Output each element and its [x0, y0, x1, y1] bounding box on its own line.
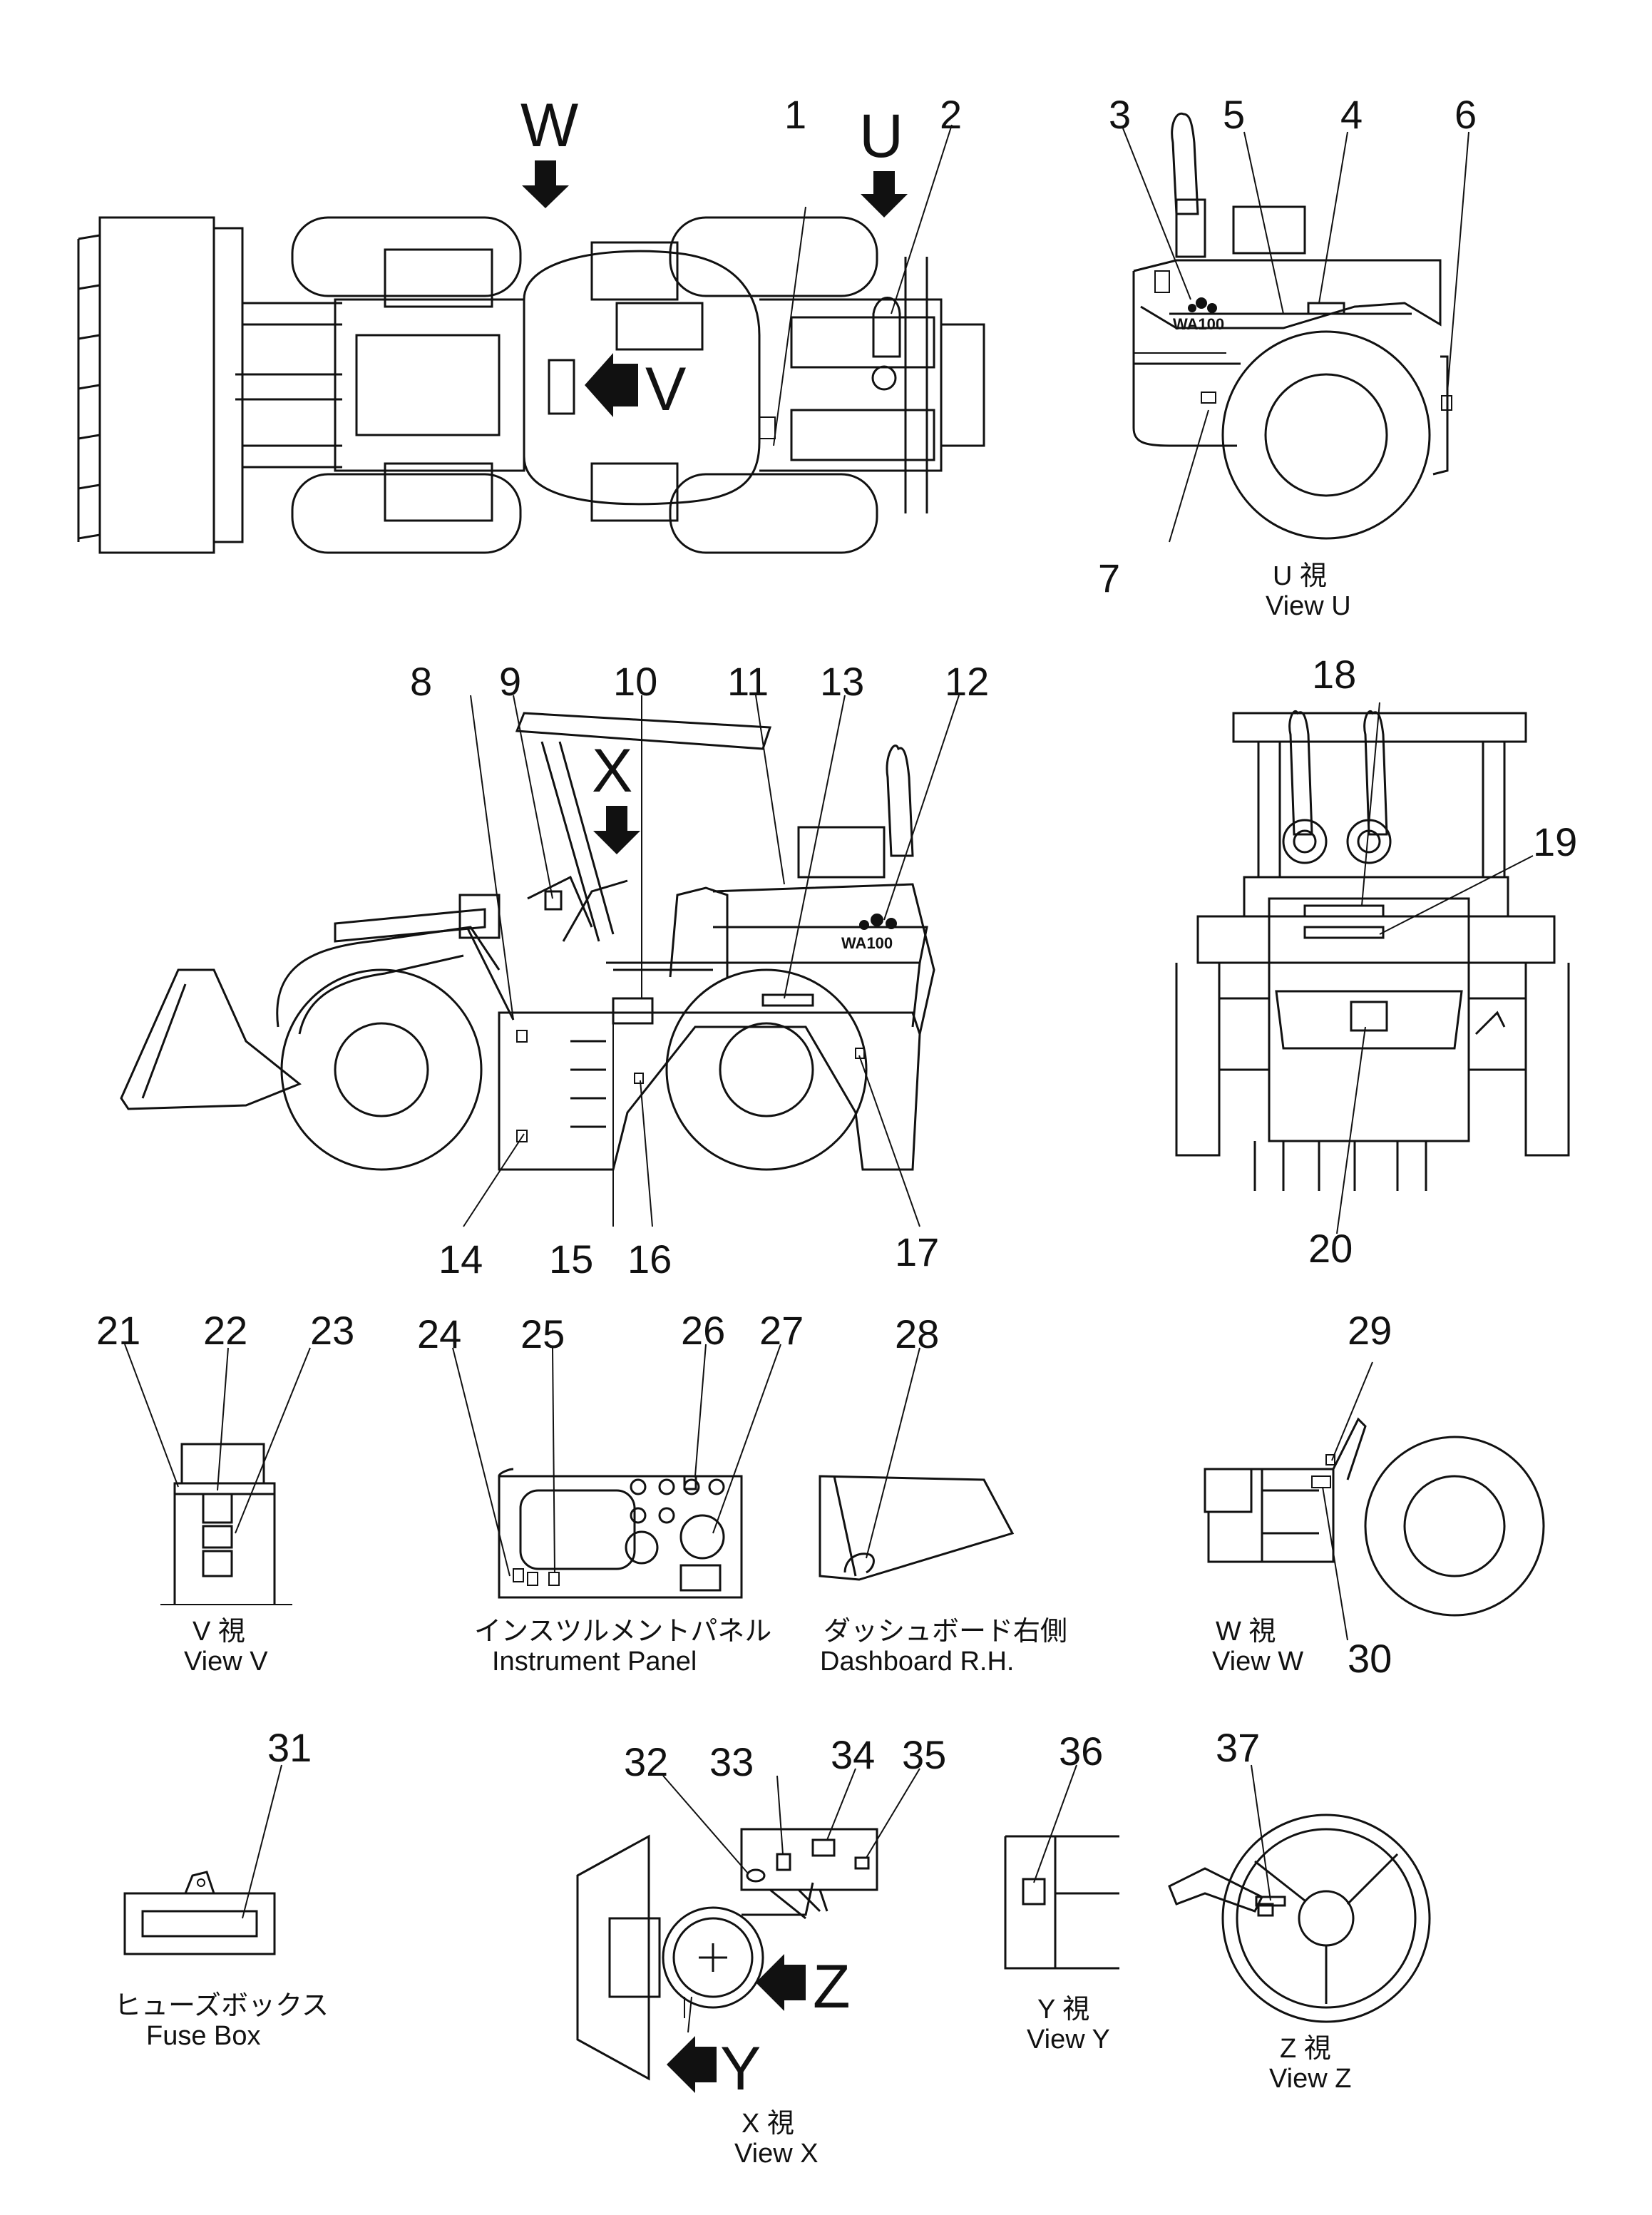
fuse-box: 31 ヒューズボックス Fuse Box [114, 1725, 329, 2051]
callout-26: 26 [681, 1308, 725, 1353]
view-z: 37 Z 視 View Z [1168, 1725, 1431, 2094]
caption-view-v: View V [184, 1647, 268, 1677]
callout-31: 31 [267, 1725, 312, 1770]
callout-7: 7 [1098, 556, 1120, 600]
arrow-z [756, 1954, 806, 2011]
caption-view-z: View Z [1269, 2064, 1351, 2094]
callout-6: 6 [1455, 92, 1477, 137]
arrow-w [522, 160, 569, 208]
callout-32: 32 [624, 1739, 668, 1784]
view-letter-y: Y [720, 2035, 761, 2103]
callout-3: 3 [1109, 92, 1131, 137]
callout-11: 11 [727, 659, 769, 704]
callout-34: 34 [831, 1732, 875, 1777]
view-u: WA100 3 4 5 6 7 U 視 View U [1098, 92, 1477, 621]
caption-view-y-jp: Y 視 [1037, 1995, 1089, 2025]
arrow-u [861, 171, 908, 218]
arrow-y [667, 2036, 717, 2093]
callout-33: 33 [709, 1739, 754, 1784]
view-letter-x: X [592, 737, 632, 805]
callout-5: 5 [1223, 92, 1245, 137]
view-letter-w: W [520, 91, 578, 160]
view-v: 21 22 23 V 視 View V [96, 1308, 354, 1677]
caption-view-u: View U [1266, 591, 1351, 621]
callout-25: 25 [520, 1311, 565, 1356]
view-letter-u: U [859, 102, 903, 170]
top-view-loader: W U V 1 2 [77, 91, 985, 554]
callout-23: 23 [310, 1308, 354, 1353]
view-letter-v: V [645, 355, 686, 424]
view-w: 29 30 W 視 View W [1204, 1308, 1545, 1681]
model-badge-1: WA100 [1173, 315, 1224, 333]
callout-22: 22 [203, 1308, 247, 1353]
callout-20: 20 [1308, 1226, 1353, 1271]
callout-4: 4 [1340, 92, 1363, 137]
callout-37: 37 [1216, 1725, 1260, 1770]
callout-29: 29 [1348, 1308, 1392, 1353]
callout-36: 36 [1059, 1729, 1103, 1774]
caption-instrument-jp: インスツルメントパネル [474, 1617, 771, 1647]
caption-dashboard-jp: ダッシュボード右側 [824, 1617, 1067, 1647]
side-view-loader: WA100 X 8 9 10 11 12 13 14 15 [120, 659, 989, 1282]
model-badge-2: WA100 [841, 934, 893, 952]
caption-view-w: View W [1212, 1647, 1303, 1677]
view-x: Z Y 32 33 34 35 X 視 View X [576, 1732, 946, 2169]
callout-10: 10 [613, 659, 657, 704]
dashboard-rh: 28 ダッシュボード右側 Dashboard R.H. [819, 1311, 1067, 1677]
caption-view-x: View X [734, 2139, 819, 2169]
rear-view-loader: 18 19 20 [1175, 652, 1577, 1271]
instrument-panel: 24 25 26 27 インスツルメントパネル Instrument Panel [417, 1308, 804, 1677]
callout-13: 13 [820, 659, 864, 704]
arrow-x [593, 806, 640, 854]
caption-view-w-jp: W 視 [1216, 1617, 1276, 1647]
caption-dashboard: Dashboard R.H. [820, 1647, 1014, 1677]
callout-8: 8 [410, 659, 432, 704]
callout-17: 17 [895, 1229, 939, 1274]
callout-18: 18 [1312, 652, 1356, 697]
callout-15: 15 [549, 1237, 593, 1282]
callout-1: 1 [784, 92, 806, 137]
callout-19: 19 [1533, 819, 1577, 864]
view-y: 36 Y 視 View Y [1004, 1729, 1119, 2055]
caption-view-x-jp: X 視 [742, 2109, 794, 2139]
callout-30: 30 [1348, 1636, 1392, 1681]
caption-view-y: View Y [1027, 2025, 1110, 2055]
caption-view-u-jp: U 視 [1273, 561, 1327, 591]
caption-view-z-jp: Z 視 [1280, 2034, 1331, 2064]
callout-28: 28 [895, 1311, 939, 1356]
callout-2: 2 [940, 92, 962, 137]
arrow-v [585, 353, 638, 417]
callout-9: 9 [499, 659, 521, 704]
caption-fuse-jp: ヒューズボックス [114, 1991, 329, 2021]
callout-16: 16 [627, 1237, 672, 1282]
callout-12: 12 [945, 659, 989, 704]
callout-21: 21 [96, 1308, 140, 1353]
caption-fuse: Fuse Box [146, 2021, 261, 2051]
view-letter-z: Z [813, 1953, 851, 2021]
caption-instrument: Instrument Panel [492, 1647, 697, 1677]
callout-35: 35 [902, 1732, 946, 1777]
callout-24: 24 [417, 1311, 461, 1356]
caption-view-v-jp: V 視 [193, 1617, 245, 1647]
callout-14: 14 [438, 1237, 483, 1282]
callout-27: 27 [759, 1308, 804, 1353]
